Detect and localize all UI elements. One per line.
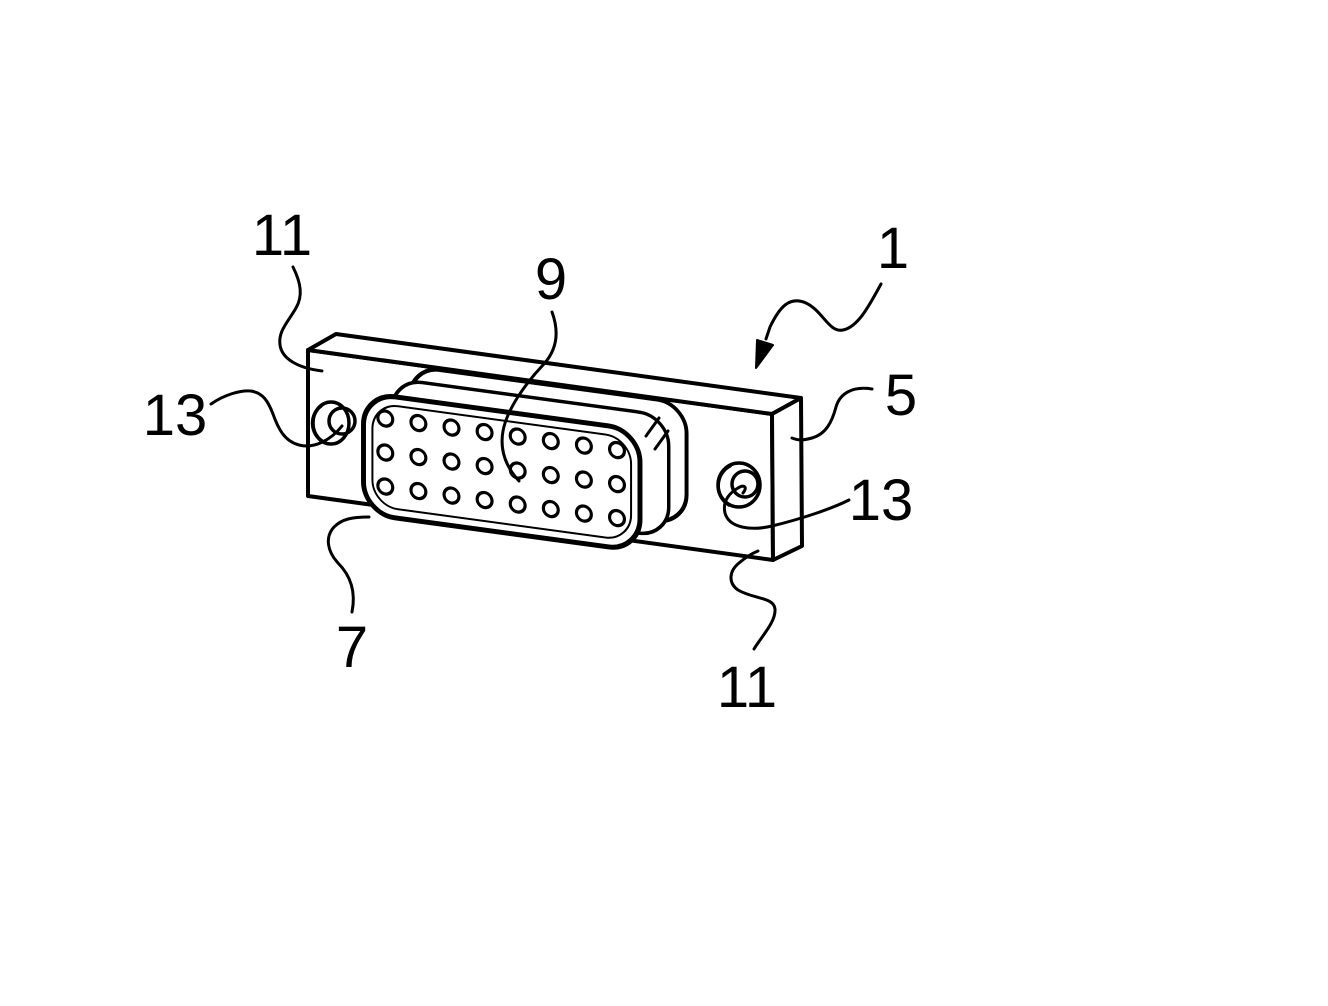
pin-hole	[541, 499, 560, 519]
pin-hole	[574, 470, 593, 489]
pin-hole	[607, 474, 627, 494]
pin-hole	[376, 409, 395, 428]
pin-hole	[607, 440, 627, 460]
pin-hole	[508, 495, 527, 514]
ref-label-11-bottom: 11	[717, 655, 777, 720]
ref-label-11-top: 11	[252, 203, 312, 268]
leader-1-curve	[764, 282, 883, 341]
insert-rim	[371, 405, 633, 539]
connector-shell	[361, 367, 689, 550]
ref-label-13-right: 13	[849, 468, 914, 533]
ref-label-13-left: 13	[143, 383, 208, 448]
hole-inner	[327, 406, 357, 436]
reference-labels: 11 13 9 1 5 13 7 11	[143, 203, 917, 720]
ref-label-1: 1	[877, 216, 909, 281]
pin-hole	[541, 431, 560, 451]
hole-outer	[716, 461, 762, 509]
pin-hole	[442, 486, 461, 505]
pin-hole	[442, 418, 461, 437]
shading-ticks	[644, 416, 670, 451]
pin-hole	[607, 508, 627, 528]
tick-mark	[653, 429, 670, 451]
pin-hole	[409, 413, 428, 433]
pin-hole	[409, 481, 428, 501]
leader-13-right	[722, 484, 851, 530]
leader-5	[790, 386, 874, 442]
arrow-head-icon	[755, 339, 774, 369]
hole-inner	[730, 469, 760, 499]
shell-face-outline	[361, 394, 643, 550]
tick-mark	[644, 416, 661, 438]
pin-hole	[409, 447, 428, 467]
leader-lines	[209, 265, 883, 651]
pin-hole	[475, 490, 494, 510]
flange-right-face	[770, 396, 804, 562]
pin-hole	[541, 465, 560, 485]
ref-label-7: 7	[336, 615, 368, 680]
ref-label-5: 5	[885, 363, 917, 428]
ref-label-9: 9	[535, 247, 567, 312]
pin-hole	[376, 477, 395, 496]
pin-hole	[376, 443, 395, 462]
pin-hole	[508, 427, 527, 446]
leader-11-top	[278, 265, 324, 373]
pin-hole	[442, 452, 461, 471]
pin-hole	[475, 422, 494, 442]
leader-13-left	[209, 389, 344, 448]
leader-7	[326, 515, 371, 614]
pin-hole	[475, 456, 494, 476]
hole-outer	[311, 400, 351, 446]
leader-9	[500, 310, 558, 483]
pin-hole	[574, 436, 593, 455]
leader-11-bottom	[729, 549, 777, 651]
pin-field	[376, 409, 627, 528]
pin-hole	[574, 504, 593, 523]
mounting-hole-left	[310, 400, 357, 446]
